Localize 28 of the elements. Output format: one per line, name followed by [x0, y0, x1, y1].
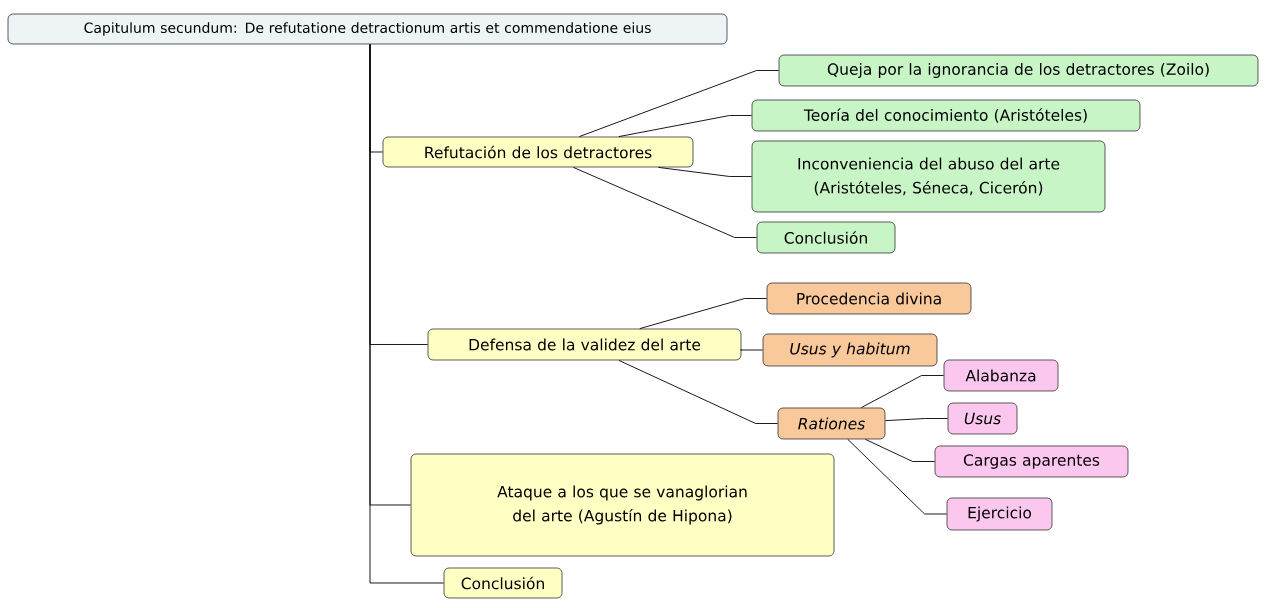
- connector-line: [740, 349, 764, 351]
- connector-line: [639, 298, 768, 330]
- connector-line: [847, 438, 948, 515]
- connector-line: [618, 115, 753, 138]
- subtopic-box: Queja por la ignorancia de los detractores (Zoilo): [778, 54, 1259, 87]
- topic-box: Defensa de la validez del arte: [427, 328, 742, 361]
- connector-line: [572, 166, 758, 238]
- detail-box: Usus: [947, 402, 1018, 435]
- connector-line: [618, 359, 779, 424]
- subtopic-box: Teoría del conocimiento (Aristóteles): [751, 99, 1141, 132]
- connector-line: [884, 418, 949, 422]
- topic-box: Refutación de los detractores: [382, 136, 694, 168]
- connector-line: [657, 166, 753, 177]
- subtopic-box: Procedencia divina: [766, 282, 972, 315]
- subtopic-box: Inconveniencia del abuso del arte (Aristóteles, Séneca, Cicerón): [751, 140, 1106, 213]
- title-box: Capitulum secundum: De refutatione detractionum artis et commendatione eius: [7, 13, 728, 45]
- subtopic-box: Rationes: [777, 407, 886, 440]
- subtopic-box: Usus y habitum: [762, 333, 938, 367]
- connector-line: [860, 375, 945, 409]
- topic-box: Ataque a los que se vanaglorian del arte (Agustín de Hipona): [410, 453, 835, 557]
- detail-box: Cargas aparentes: [934, 445, 1129, 478]
- connector-line: [369, 43, 445, 584]
- subtopic-box: Conclusión: [756, 221, 896, 254]
- connector-line: [864, 438, 936, 462]
- detail-box: Ejercicio: [946, 497, 1053, 531]
- topic-box: Conclusión: [443, 567, 563, 599]
- detail-box: Alabanza: [943, 359, 1059, 392]
- connector-line: [578, 70, 780, 138]
